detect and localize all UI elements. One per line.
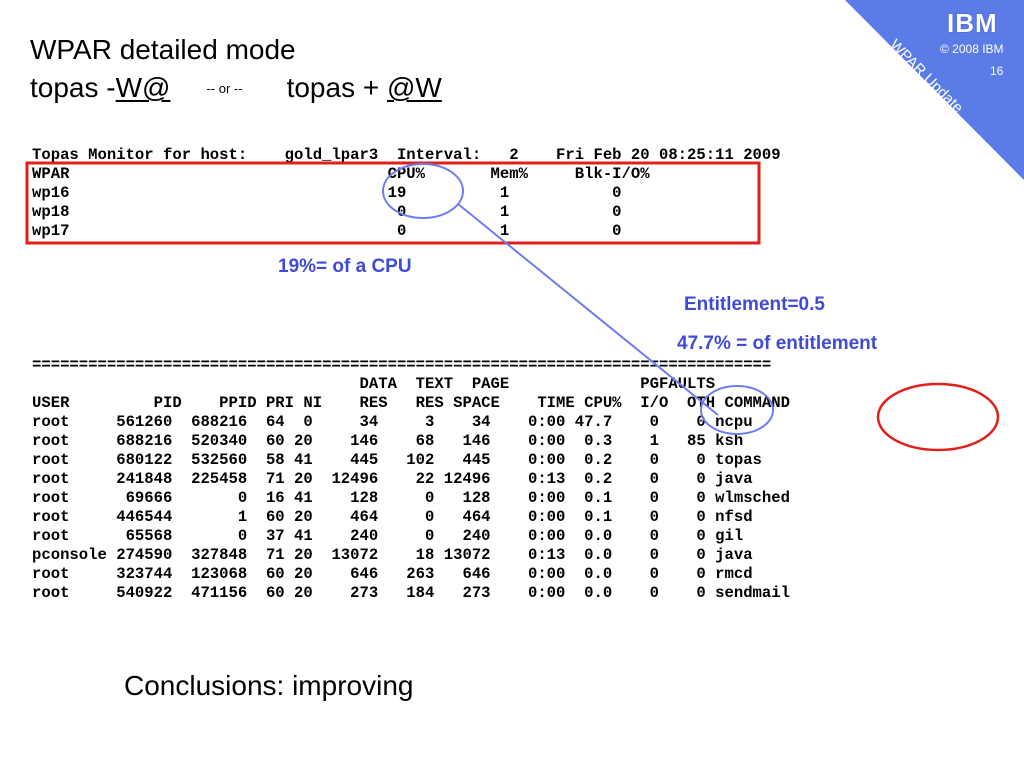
table-row: root 561260 688216 64 0 34 3 34 0:00 47.… xyxy=(32,413,753,431)
corner-triangle xyxy=(845,0,1024,180)
conclusion-text: Conclusions: improving xyxy=(124,670,414,701)
topas-line: wp18 0 1 0 xyxy=(32,203,622,221)
subtitle-mid: topas + xyxy=(286,72,387,103)
table-row: root 680122 532560 58 41 445 102 445 0:0… xyxy=(32,451,762,469)
topas-line: wp17 0 1 0 xyxy=(32,222,622,240)
table-row: root 323744 123068 60 20 646 263 646 0:0… xyxy=(32,565,753,583)
ibm-logo: IBM xyxy=(947,8,998,38)
subtitle-prefix: topas - xyxy=(30,72,116,103)
topas-wpar-table: Topas Monitor for host: gold_lpar3 Inter… xyxy=(32,146,781,241)
cpu-note: 19%= of a CPU xyxy=(278,256,412,277)
copyright: © 2008 IBM xyxy=(940,42,1004,56)
table-row: root 446544 1 60 20 464 0 464 0:00 0.1 0… xyxy=(32,508,753,526)
subtitle-cmd-at: @W xyxy=(386,72,442,103)
table-row: root 241848 225458 71 20 12496 22 12496 … xyxy=(32,470,753,488)
topas-line: ========================================… xyxy=(32,356,772,374)
table-row: root 69666 0 16 41 128 0 128 0:00 0.1 0 … xyxy=(32,489,790,507)
entitlement-pct-note: 47.7% = of entitlement xyxy=(677,333,878,354)
page-title: WPAR detailed mode xyxy=(30,34,296,65)
page-subtitle: topas -W@ -- or -- topas + @W xyxy=(30,72,442,109)
topas-line: wp16 19 1 0 xyxy=(32,184,622,202)
topas-process-table: ========================================… xyxy=(32,356,790,603)
subtitle-cmd-w: W@ xyxy=(115,72,171,103)
topas-line: WPAR CPU% Mem% Blk-I/O% xyxy=(32,165,650,183)
table-row: root 65568 0 37 41 240 0 240 0:00 0.0 0 … xyxy=(32,527,744,545)
slide-number: 16 xyxy=(990,64,1004,78)
table-row: pconsole 274590 327848 71 20 13072 18 13… xyxy=(32,546,753,564)
entitlement-note: Entitlement=0.5 xyxy=(684,294,825,315)
topas-line: DATA TEXT PAGE PGFAULTS xyxy=(32,375,716,393)
table-row: root 540922 471156 60 20 273 184 273 0:0… xyxy=(32,584,790,602)
topas-line: USER PID PPID PRI NI RES RES SPACE TIME … xyxy=(32,394,790,412)
subtitle-or: -- or -- xyxy=(206,81,243,96)
table-row: root 688216 520340 60 20 146 68 146 0:00… xyxy=(32,432,744,450)
topas-line: Topas Monitor for host: gold_lpar3 Inter… xyxy=(32,146,781,164)
